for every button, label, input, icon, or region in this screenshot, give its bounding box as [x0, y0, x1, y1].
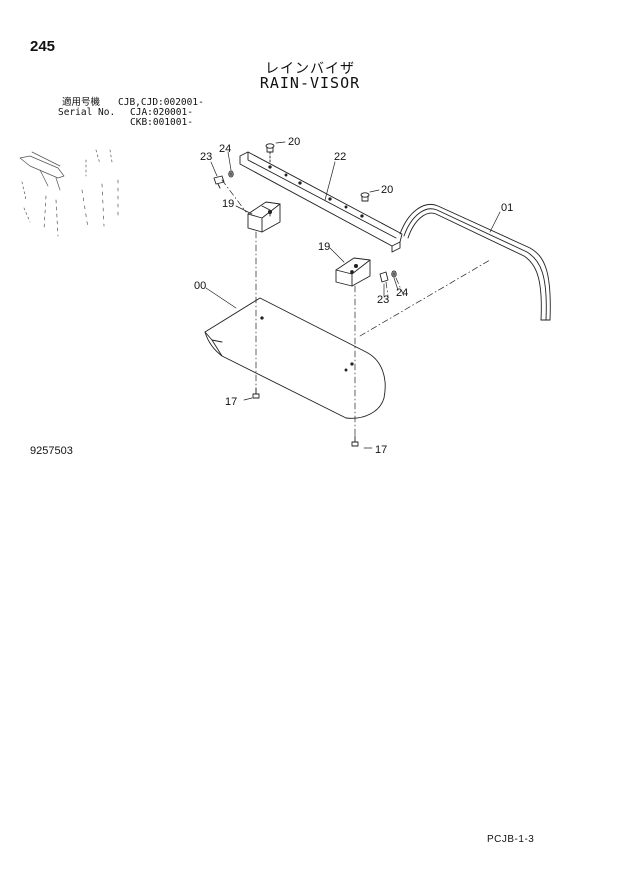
callout-00: 00 [194, 280, 206, 292]
part-00-visor-panel [204, 297, 386, 419]
callout-20-a: 20 [288, 136, 300, 148]
part-19-bracket-a [247, 201, 281, 233]
location-thumbnail [19, 149, 119, 237]
serial-label-japanese: 適用号機 [62, 97, 101, 108]
serial-range-3: CKB:001001- [130, 117, 193, 128]
callout-17-a: 17 [225, 396, 237, 408]
callout-19-a: 19 [222, 198, 234, 210]
callout-19-b: 19 [318, 241, 330, 253]
callout-24-a: 24 [219, 143, 231, 155]
page-code: PCJB-1-3 [487, 834, 535, 845]
callout-23-b: 23 [377, 294, 389, 306]
leader-lines [205, 141, 501, 449]
serial-range-2: CJA:020001- [130, 107, 193, 118]
part-17-bolt-b [351, 435, 359, 447]
part-20-bolt-a [265, 143, 275, 163]
part-23-bolt-a [213, 175, 225, 189]
title-japanese: レインバイザ [265, 60, 355, 76]
document-number: 9257503 [30, 445, 73, 457]
callout-24-b: 24 [396, 287, 408, 299]
serial-label-english: Serial No. [58, 107, 116, 118]
callout-23-a: 23 [200, 151, 212, 163]
callout-17-b: 17 [375, 444, 387, 456]
part-01-seal [399, 204, 551, 321]
callout-20-b: 20 [381, 184, 393, 196]
part-20-bolt-b [360, 192, 370, 202]
part-24-washer-a [228, 170, 234, 178]
page-number: 245 [30, 38, 56, 55]
part-19-bracket-b [335, 257, 371, 287]
part-22-rail [239, 151, 403, 253]
callout-01: 01 [501, 202, 513, 214]
part-23-bolt-b [379, 271, 389, 283]
serial-range-1: CJB,CJD:002001- [118, 97, 204, 108]
title-english: RAIN-VISOR [259, 74, 361, 92]
part-24-washer-b [391, 270, 397, 278]
assembly-lines [221, 179, 491, 439]
callout-22: 22 [334, 151, 346, 163]
